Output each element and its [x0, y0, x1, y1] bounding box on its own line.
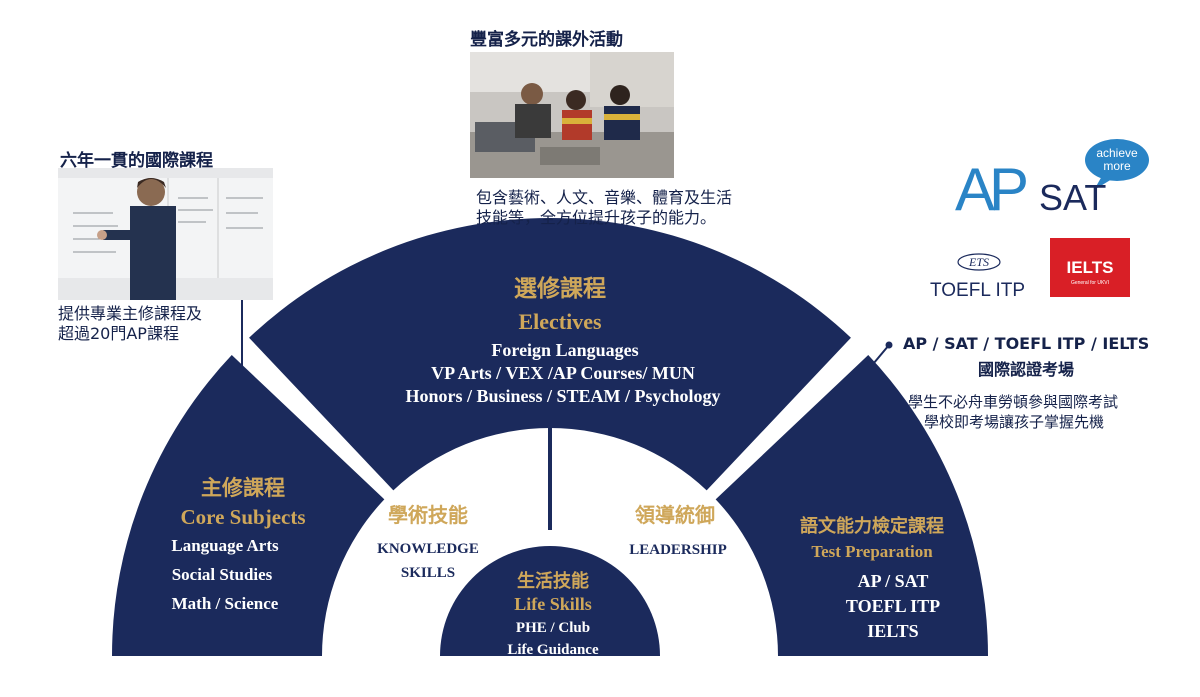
activity-desc-line-2: 技能等，全方位提升孩子的能力。	[476, 208, 717, 227]
test-prep-line-2: TOEFL ITP	[846, 596, 940, 616]
knowledge-text: 學術技能 KNOWLEDGE SKILLS	[377, 503, 479, 581]
more-text: more	[1103, 159, 1131, 173]
electives-title-zh: 選修課程	[514, 275, 606, 302]
sat-letters: SAT	[1039, 177, 1106, 218]
achieve-text: achieve	[1096, 146, 1138, 160]
exam-title-line-2: 國際認證考場	[978, 360, 1075, 379]
ap-letters: AP	[955, 156, 1026, 223]
program-desc-line-2: 超過20門AP課程	[58, 324, 179, 343]
core-line-3: Math / Science	[172, 594, 279, 613]
activity-desc-line-1: 包含藝術、人文、音樂、體育及生活	[476, 188, 733, 207]
life-skills-segment	[440, 546, 660, 656]
core-line-2: Social Studies	[172, 565, 273, 584]
toefl-text: TOEFL ITP	[930, 280, 1025, 301]
toefl-logo: ETS TOEFL ITP	[930, 253, 1025, 301]
life-text: 生活技能 Life Skills PHE / Club Life Guidanc…	[507, 570, 599, 658]
test-prep-title-en: Test Preparation	[811, 542, 933, 561]
electives-line-3: Honors / Business / STEAM / Psychology	[405, 386, 720, 406]
activity-photo	[470, 52, 674, 178]
life-title-zh: 生活技能	[517, 570, 589, 592]
life-line-2: Life Guidance	[507, 642, 599, 658]
test-prep-text: 語文能力檢定課程 Test Preparation AP / SAT TOEFL…	[800, 515, 944, 641]
leadership-line-1: LEADERSHIP	[629, 542, 727, 558]
ap-sat-logo: achieve more AP SAT	[955, 139, 1149, 223]
life-title-en: Life Skills	[514, 594, 592, 614]
electives-line-1: Foreign Languages	[491, 340, 638, 360]
outer-ring	[112, 218, 988, 656]
program-title: 六年一貫的國際課程	[60, 151, 213, 171]
leadership-text: 領導統御 LEADERSHIP	[629, 503, 727, 558]
electives-line-2: VP Arts / VEX /AP Courses/ MUN	[431, 363, 695, 383]
test-prep-line-3: IELTS	[867, 621, 918, 641]
exam-title-line-1: AP / SAT / TOEFL ITP / IELTS	[903, 334, 1150, 353]
knowledge-line-1: KNOWLEDGE	[377, 541, 479, 557]
electives-title-en: Electives	[518, 309, 602, 334]
activity-title: 豐富多元的課外活動	[470, 30, 623, 50]
classroom-photo	[58, 168, 273, 300]
core-segment	[112, 355, 385, 656]
program-desc-line-1: 提供專業主修課程及	[58, 304, 203, 323]
ielts-sub-text: General for UKVI	[1071, 280, 1109, 286]
test-prep-segment	[715, 355, 988, 656]
ets-ring	[957, 253, 1001, 271]
ets-text: ETS	[968, 255, 989, 269]
electives-segment	[249, 218, 851, 491]
test-prep-line-1: AP / SAT	[858, 571, 929, 591]
leadership-title-zh: 領導統御	[635, 503, 715, 527]
ielts-text: IELTS	[1067, 258, 1114, 277]
achieve-more-bubble-tail	[1094, 176, 1112, 190]
life-line-1: PHE / Club	[516, 620, 590, 636]
ielts-box	[1050, 238, 1130, 297]
exam-desc-line-2: 學校即考場讓孩子掌握先機	[924, 413, 1105, 431]
knowledge-title-zh: 學術技能	[388, 503, 468, 527]
connector-right-dot	[885, 341, 893, 349]
electives-text: 選修課程 Electives Foreign Languages VP Arts…	[405, 275, 720, 406]
exam-desc-line-1: 學生不必舟車勞頓參與國際考試	[908, 393, 1119, 411]
knowledge-line-2: SKILLS	[401, 565, 455, 581]
core-title-zh: 主修課程	[201, 476, 285, 500]
test-prep-title-zh: 語文能力檢定課程	[800, 515, 944, 537]
ielts-logo: IELTS General for UKVI	[1050, 238, 1130, 297]
core-line-1: Language Arts	[171, 536, 279, 555]
core-text: 主修課程 Core Subjects Language Arts Social …	[171, 476, 305, 613]
achieve-more-bubble	[1085, 139, 1149, 181]
core-title-en: Core Subjects	[180, 505, 305, 529]
